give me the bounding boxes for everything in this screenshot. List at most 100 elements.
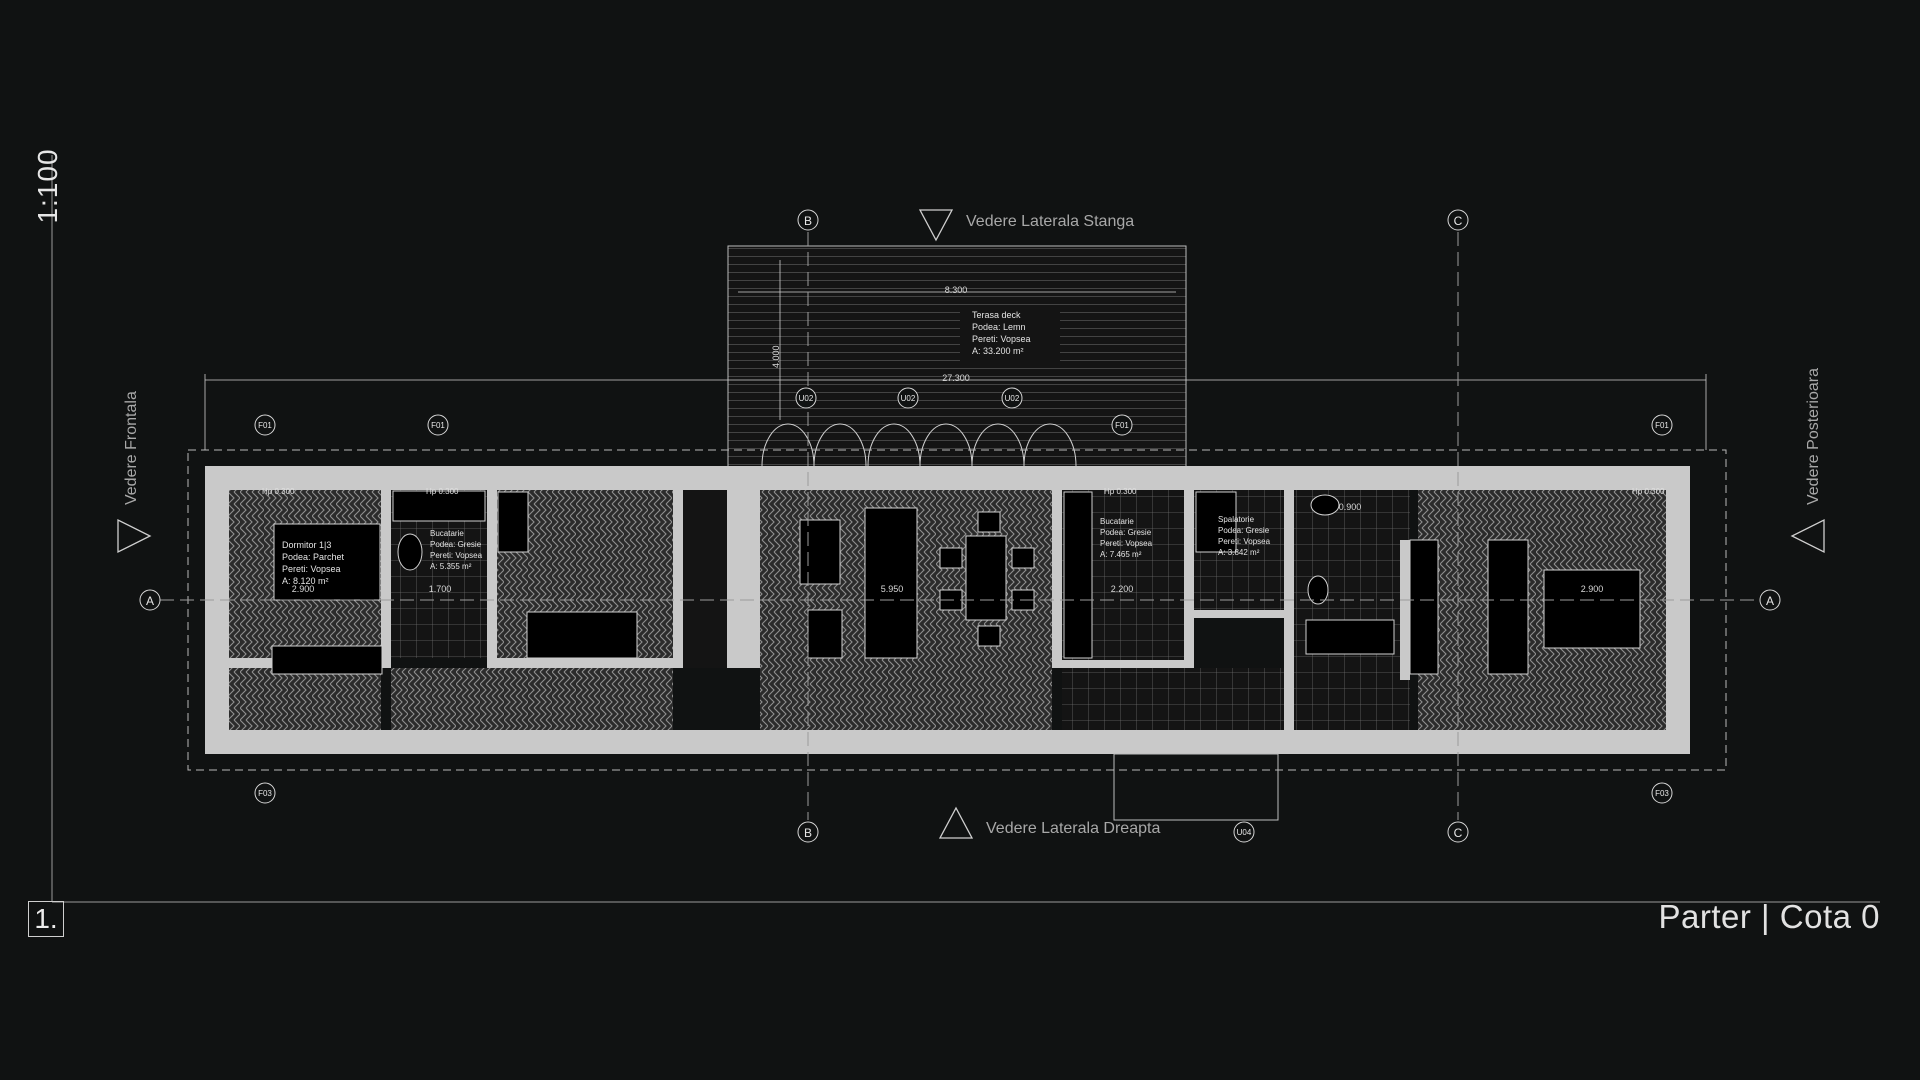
room-label-terrace: Terasa deck Podea: Lemn Pereti: Vopsea A… — [972, 310, 1031, 356]
desk-2 — [497, 491, 529, 553]
terrace-deck — [727, 245, 1187, 469]
wardrobe-1 — [271, 645, 383, 675]
chair-3 — [1011, 547, 1035, 569]
laundry-walls: Pereti: Vopsea — [1218, 537, 1271, 546]
hp-label-c: Hp 0.300 — [1104, 487, 1137, 496]
laundry-floor: Podea: Gresie — [1218, 526, 1270, 535]
coffee-table — [799, 519, 841, 585]
toilet-3 — [1310, 494, 1340, 516]
bedroom1-walls: Pereti: Vopsea — [282, 564, 341, 574]
opening-markers — [254, 387, 1673, 843]
axis-markers — [139, 209, 1781, 843]
dim-terrace-depth: 4.000 — [771, 345, 781, 368]
axis-a-right: A — [1766, 594, 1774, 608]
scale-text: 1:100 — [32, 148, 63, 224]
bath1-name: Bucatarie — [430, 529, 464, 538]
bedroom1-name: Dormitor 1|3 — [282, 540, 331, 550]
view-front-label: Vedere Frontala — [123, 391, 140, 505]
hp-label-d: Hp 0.300 — [1632, 487, 1665, 496]
chair-1 — [977, 511, 1001, 533]
room-label-kitchen: Bucatarie Podea: Gresie Pereti: Vopsea A… — [1100, 517, 1153, 559]
axis-a-left: A — [146, 594, 154, 608]
view-front-triangle — [117, 518, 152, 554]
view-right-triangle — [938, 806, 974, 839]
bed-2 — [526, 611, 638, 659]
bathtub-1 — [392, 490, 486, 522]
laundry-area: A: 3.842 m² — [1218, 548, 1260, 557]
opening-f03-b: F03 — [1655, 789, 1669, 798]
bath1-area: A: 5.355 m² — [430, 562, 472, 571]
opening-f01-a: F01 — [258, 421, 272, 430]
view-left-label: Vedere Laterala Stanga — [966, 213, 1134, 230]
washing-machine — [1195, 491, 1237, 553]
sink-1 — [397, 533, 423, 571]
dim-bedroom3-width: 2.900 — [1581, 584, 1604, 594]
sheet-number: 1. — [28, 901, 64, 937]
opening-u02-b: U02 — [901, 394, 916, 403]
room-label-bath1: Bucatarie Podea: Gresie Pereti: Vopsea A… — [430, 529, 483, 571]
bedroom1-area: A: 8.120 m² — [282, 576, 329, 586]
dim-bath-width: 0.900 — [1339, 502, 1362, 512]
dim-living-width: 5.950 — [881, 584, 904, 594]
hp-label-a: Hp 0.300 — [262, 487, 295, 496]
dim-kitchen-width: 2.200 — [1111, 584, 1134, 594]
room-label-bedroom1: Dormitor 1|3 Podea: Parchet Pereti: Vops… — [282, 540, 345, 586]
laundry-name: Spalatorie — [1218, 515, 1255, 524]
bedroom1-floor: Podea: Parchet — [282, 552, 345, 562]
chair-2 — [939, 547, 963, 569]
sofa — [864, 507, 918, 659]
kitchen-counter — [1063, 491, 1093, 659]
terrace-name: Terasa deck — [972, 310, 1021, 320]
opening-f01-b: F01 — [431, 421, 445, 430]
chair-6 — [977, 625, 1001, 647]
dim-bath-height: 1.700 — [429, 584, 452, 594]
bed-3 — [1543, 569, 1641, 649]
room-label-laundry: Spalatorie Podea: Gresie Pereti: Vopsea … — [1218, 515, 1271, 557]
axis-lines — [160, 232, 1760, 820]
kitchen-floor: Podea: Gresie — [1100, 528, 1152, 537]
entrance-step — [1113, 753, 1279, 821]
bath-3 — [1305, 619, 1395, 655]
kitchen-name: Bucatarie — [1100, 517, 1134, 526]
kitchen-walls: Pereti: Vopsea — [1100, 539, 1153, 548]
dim-bedroom1-width: 2.900 — [292, 584, 315, 594]
bed-1 — [273, 523, 381, 601]
rug — [807, 609, 843, 659]
sink-3 — [1307, 575, 1329, 605]
dresser-3 — [1487, 539, 1529, 675]
outer-walls — [205, 466, 1690, 754]
scale-label: 1:100 — [28, 148, 68, 230]
view-right-label: Vedere Laterala Dreapta — [986, 820, 1160, 837]
wardrobe-3 — [1409, 539, 1439, 675]
axis-b-top: B — [804, 214, 812, 228]
bath1-floor: Podea: Gresie — [430, 540, 482, 549]
terrace-floor: Podea: Lemn — [972, 322, 1026, 332]
kitchen-area: A: 7.465 m² — [1100, 550, 1142, 559]
axis-c-top: C — [1454, 214, 1463, 228]
axis-b-bottom: B — [804, 826, 812, 840]
opening-f03-a: F03 — [258, 789, 272, 798]
axis-c-bottom: C — [1454, 826, 1463, 840]
opening-u02-a: U02 — [799, 394, 814, 403]
view-rear-triangle — [1790, 518, 1825, 554]
sheet-title: Parter | Cota 0 — [1658, 898, 1880, 935]
opening-u04: U04 — [1237, 828, 1252, 837]
view-left-triangle — [918, 209, 954, 242]
terrace-area: A: 33.200 m² — [972, 346, 1024, 356]
dining-table — [965, 535, 1007, 621]
opening-u02-c: U02 — [1005, 394, 1020, 403]
view-markers — [117, 209, 1825, 839]
furniture — [271, 490, 1641, 675]
hp-label-b: Hp 0.300 — [426, 487, 459, 496]
opening-f01-d: F01 — [1655, 421, 1669, 430]
bath1-walls: Pereti: Vopsea — [430, 551, 483, 560]
building-envelope — [187, 449, 1727, 771]
terrace-doors — [761, 423, 1077, 467]
opening-f01-c: F01 — [1115, 421, 1129, 430]
dim-terrace-width: 8.300 — [945, 285, 968, 295]
view-rear-label: Vedere Posterioara — [1805, 368, 1822, 505]
dim-overall: 27.300 — [942, 373, 970, 383]
terrace-walls: Pereti: Vopsea — [972, 334, 1031, 344]
